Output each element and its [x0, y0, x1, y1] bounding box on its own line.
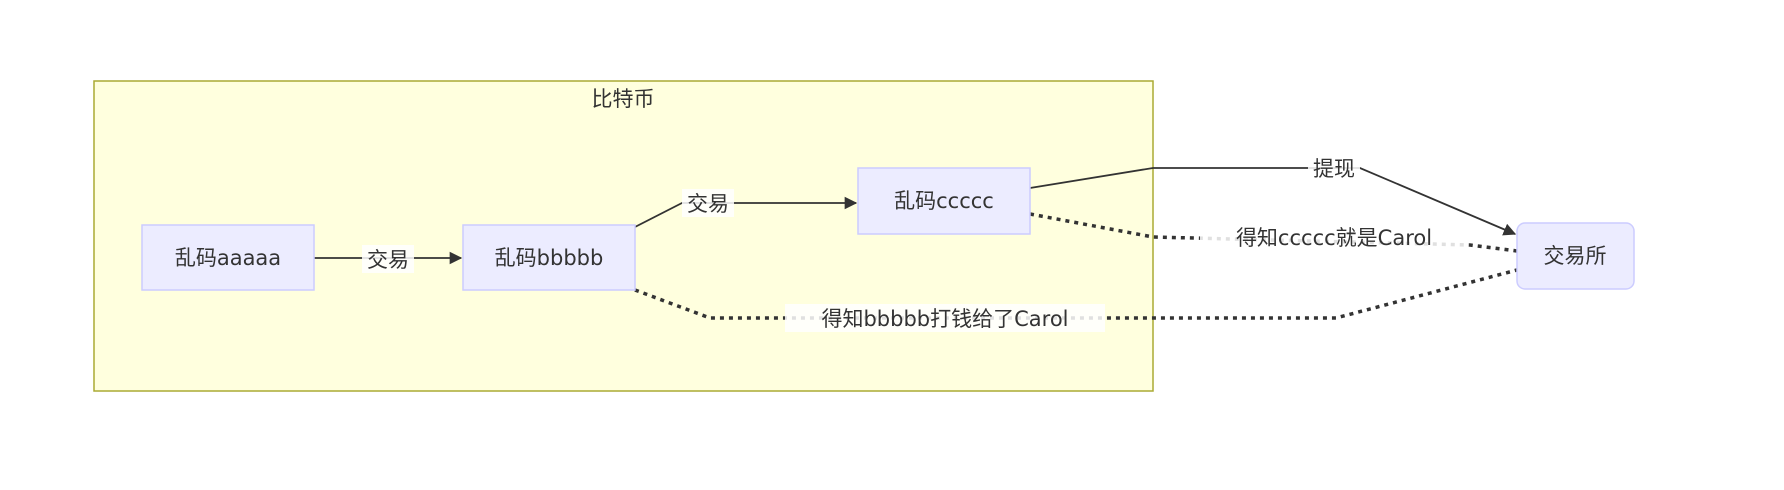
svg-text:乱码ccccc: 乱码ccccc: [894, 189, 994, 213]
edge-label-c-exchange: 提现: [1308, 154, 1360, 182]
edge-label-b-exchange-dotted: 得知bbbbb打钱给了Carol: [785, 304, 1105, 332]
node-a[interactable]: 乱码aaaaa: [141, 224, 315, 291]
svg-text:交易: 交易: [687, 192, 729, 216]
cluster-title: 比特币: [592, 87, 655, 111]
svg-text:得知bbbbb打钱给了Carol: 得知bbbbb打钱给了Carol: [821, 307, 1068, 331]
edge-c-exchange: [1029, 167, 1517, 236]
node-c[interactable]: 乱码ccccc: [857, 167, 1031, 235]
svg-text:交易: 交易: [367, 248, 409, 272]
svg-text:得知ccccc就是Carol: 得知ccccc就是Carol: [1236, 226, 1432, 250]
svg-text:提现: 提现: [1313, 157, 1355, 181]
node-exchange[interactable]: 交易所: [1516, 222, 1635, 290]
svg-text:乱码aaaaa: 乱码aaaaa: [175, 246, 281, 270]
edge-label-a-b: 交易: [362, 245, 414, 273]
svg-text:乱码bbbbb: 乱码bbbbb: [495, 246, 604, 270]
edge-label-b-c: 交易: [682, 189, 734, 217]
node-b[interactable]: 乱码bbbbb: [462, 224, 636, 291]
edge-label-c-exchange-dotted: 得知ccccc就是Carol: [1200, 223, 1468, 251]
svg-text:交易所: 交易所: [1544, 244, 1607, 268]
